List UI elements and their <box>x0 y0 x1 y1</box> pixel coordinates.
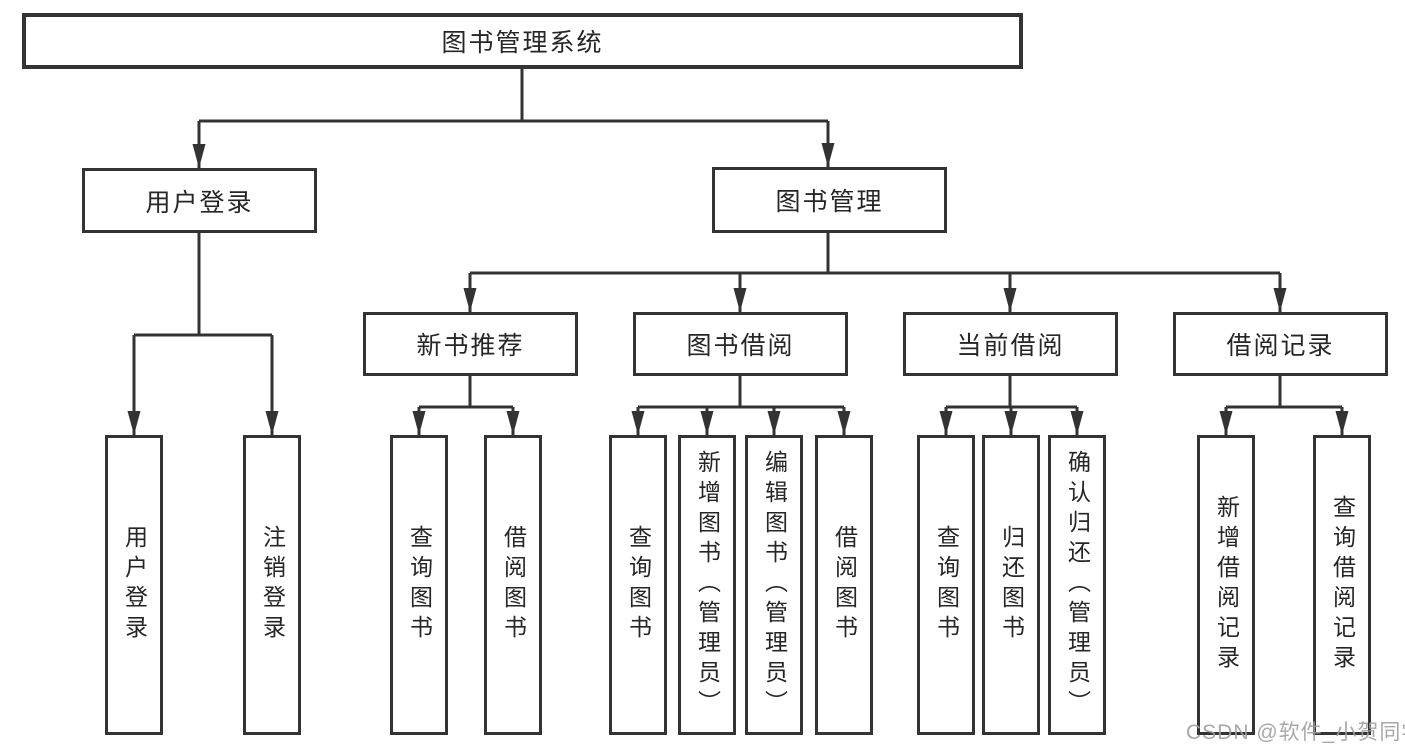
node-current-borrow: 当前借阅 <box>903 312 1118 376</box>
connector-borrow-to-leaves <box>631 376 851 435</box>
leaf-query-borrow-record: 查询借阅记录 <box>1313 435 1371 735</box>
connector-login-to-leaves <box>127 233 279 435</box>
csdn-watermark: CSDN @软件_小贺同学 <box>1186 721 1405 744</box>
leaf-user-login: 用户登录 <box>105 435 163 735</box>
connector-current-to-leaves <box>939 376 1084 435</box>
leaf-logout: 注销登录 <box>243 435 301 735</box>
connector-root-to-branches <box>192 69 835 168</box>
connector-management-to-sections <box>463 233 1287 312</box>
leaf-confirm-return-admin: 确认归还（管理员） <box>1048 435 1106 735</box>
leaf-current-query-book: 查询图书 <box>917 435 975 735</box>
node-borrow-record-label: 借阅记录 <box>1226 332 1335 360</box>
node-book-management-label: 图书管理 <box>775 188 884 216</box>
connector-newbook-to-leaves <box>412 376 520 435</box>
leaf-return-book-label: 归还图书 <box>998 525 1025 645</box>
leaf-add-borrow-record-label: 新增借阅记录 <box>1213 495 1240 675</box>
leaf-add-book-admin: 新增图书（管理员） <box>678 435 736 735</box>
node-user-login-label: 用户登录 <box>145 188 254 217</box>
leaf-edit-book-admin: 编辑图书（管理员） <box>745 435 803 735</box>
leaf-query-borrow-record-label: 查询借阅记录 <box>1329 495 1356 675</box>
leaf-newbook-borrow-book: 借阅图书 <box>484 435 542 735</box>
leaf-newbook-borrow-book-label: 借阅图书 <box>500 525 527 645</box>
node-user-login: 用户登录 <box>82 168 317 233</box>
leaf-edit-book-admin-label: 编辑图书（管理员） <box>761 450 788 720</box>
node-new-book-recommend: 新书推荐 <box>363 312 578 376</box>
leaf-borrow-query-book-label: 查询图书 <box>625 525 652 645</box>
node-book-management: 图书管理 <box>712 167 947 233</box>
leaf-add-book-admin-label: 新增图书（管理员） <box>694 450 721 720</box>
node-root-system: 图书管理系统 <box>22 13 1023 69</box>
node-book-borrow: 图书借阅 <box>633 312 848 376</box>
node-borrow-record: 借阅记录 <box>1173 312 1388 376</box>
leaf-add-borrow-record: 新增借阅记录 <box>1197 435 1255 735</box>
leaf-borrow-borrow-book-label: 借阅图书 <box>831 525 858 645</box>
node-root-system-label: 图书管理系统 <box>441 29 604 57</box>
node-book-borrow-label: 图书借阅 <box>686 332 795 360</box>
leaf-logout-label: 注销登录 <box>259 525 286 645</box>
leaf-borrow-query-book: 查询图书 <box>609 435 667 735</box>
leaf-newbook-query-book: 查询图书 <box>390 435 448 735</box>
leaf-newbook-query-book-label: 查询图书 <box>406 525 433 645</box>
leaf-current-query-book-label: 查询图书 <box>933 525 960 645</box>
connector-record-to-leaves <box>1219 376 1349 435</box>
leaf-confirm-return-admin-label: 确认归还（管理员） <box>1064 450 1091 720</box>
node-current-borrow-label: 当前借阅 <box>956 332 1065 360</box>
leaf-return-book: 归还图书 <box>982 435 1040 735</box>
leaf-borrow-borrow-book: 借阅图书 <box>815 435 873 735</box>
node-new-book-recommend-label: 新书推荐 <box>416 332 525 360</box>
leaf-user-login-label: 用户登录 <box>121 525 148 645</box>
